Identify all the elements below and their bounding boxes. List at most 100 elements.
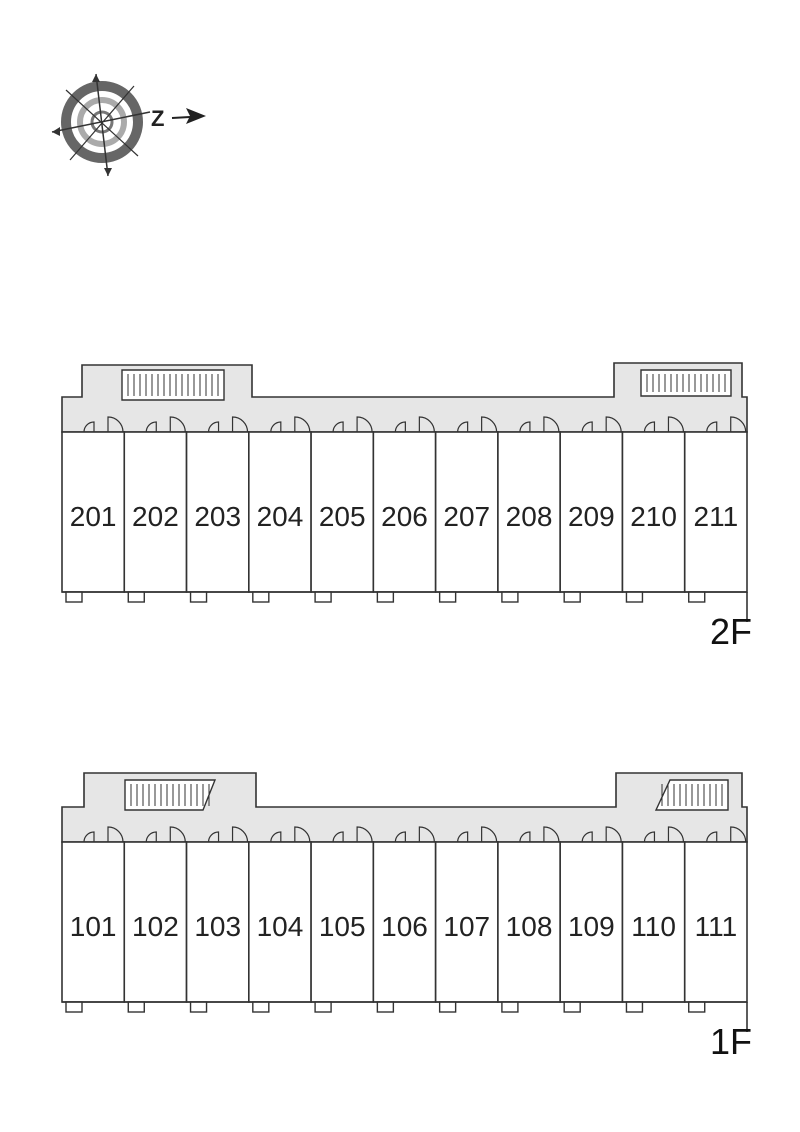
- staircase: [121, 369, 225, 401]
- floor-plan-2f: 201 202 203 204 205 206 207 208 209 210 211 2F: [61, 362, 752, 652]
- balcony-tab: [252, 591, 270, 603]
- balcony-tab: [314, 591, 332, 603]
- door-swing-icon: [83, 416, 124, 433]
- north-label: Z: [151, 106, 164, 131]
- balcony-tab: [376, 1001, 395, 1013]
- door-swing-icon: [270, 416, 311, 433]
- door-swing-icon: [207, 416, 249, 433]
- balcony-tab: [438, 1001, 457, 1013]
- balcony-tab: [127, 591, 145, 603]
- unit-number: 107: [443, 911, 490, 942]
- unit-number: 109: [568, 911, 615, 942]
- balcony-tab: [563, 1001, 581, 1013]
- unit-number: 104: [257, 911, 304, 942]
- unit-number: 210: [630, 501, 677, 532]
- door-swing-icon: [706, 416, 747, 433]
- door-swing-icon: [581, 826, 622, 843]
- unit-number: 103: [194, 911, 241, 942]
- floor-plan-1f: 101 102 103 104 105 106 107 108 109 110 111 1F: [61, 772, 752, 1062]
- unit-number: 102: [132, 911, 179, 942]
- balcony-tab: [625, 591, 644, 603]
- staircase: [124, 779, 217, 811]
- balcony-tab: [563, 591, 581, 603]
- balcony-tab: [189, 1001, 208, 1013]
- north-arrow-icon: [171, 108, 206, 124]
- unit-207: 207: [434, 416, 499, 603]
- door-swing-icon: [519, 826, 560, 843]
- door-swing-icon: [581, 416, 622, 433]
- unit-105: 105: [310, 826, 375, 1013]
- balcony-tab: [314, 1001, 332, 1013]
- unit-204: 204: [248, 416, 312, 603]
- unit-101: 101: [61, 826, 126, 1013]
- staircase: [640, 369, 732, 397]
- door-swing-icon: [394, 826, 435, 843]
- balcony-tab: [625, 1001, 644, 1013]
- door-swing-icon: [332, 826, 373, 843]
- unit-number: 108: [506, 911, 553, 942]
- unit-205: 205: [310, 416, 375, 603]
- unit-109: 109: [559, 826, 624, 1013]
- balcony-tab: [501, 1001, 519, 1013]
- door-swing-icon: [457, 826, 498, 843]
- door-swing-icon: [83, 826, 124, 843]
- unit-108: 108: [497, 826, 561, 1013]
- unit-103: 103: [185, 826, 250, 1013]
- balcony-tab: [501, 591, 519, 603]
- unit-number: 105: [319, 911, 366, 942]
- balcony-tab: [376, 591, 395, 603]
- unit-206: 206: [372, 416, 437, 603]
- balcony-tab: [438, 591, 457, 603]
- floor-label: 2F: [710, 611, 752, 652]
- unit-number: 101: [70, 911, 117, 942]
- unit-number: 202: [132, 501, 179, 532]
- unit-104: 104: [248, 826, 312, 1013]
- door-swing-icon: [332, 416, 373, 433]
- unit-102: 102: [123, 826, 188, 1013]
- staircase: [654, 779, 729, 811]
- door-swing-icon: [145, 826, 186, 843]
- unit-number: 201: [70, 501, 117, 532]
- unit-203: 203: [185, 416, 250, 603]
- unit-208: 208: [497, 416, 561, 603]
- door-swing-icon: [706, 826, 747, 843]
- door-swing-icon: [394, 416, 435, 433]
- unit-number: 106: [381, 911, 428, 942]
- unit-210: 210: [621, 416, 686, 603]
- unit-107: 107: [434, 826, 499, 1013]
- unit-209: 209: [559, 416, 624, 603]
- unit-110: 110: [621, 826, 686, 1013]
- floor-label: 1F: [710, 1021, 752, 1062]
- balcony-tab: [252, 1001, 270, 1013]
- door-swing-icon: [457, 416, 498, 433]
- door-swing-icon: [643, 416, 685, 433]
- balcony-tab: [688, 591, 706, 603]
- balcony-tab: [127, 1001, 145, 1013]
- unit-211: 211: [683, 416, 748, 603]
- unit-number: 110: [631, 911, 676, 942]
- unit-106: 106: [372, 826, 437, 1013]
- unit-number: 209: [568, 501, 615, 532]
- unit-202: 202: [123, 416, 188, 603]
- unit-number: 204: [257, 501, 304, 532]
- compass-rose-icon: [51, 73, 151, 177]
- balcony-tab: [189, 591, 208, 603]
- door-swing-icon: [207, 826, 249, 843]
- balcony-tab: [65, 591, 83, 603]
- unit-111: 111: [683, 826, 748, 1013]
- door-swing-icon: [145, 416, 186, 433]
- door-swing-icon: [519, 416, 560, 433]
- balcony-tab: [688, 1001, 706, 1013]
- unit-number: 207: [443, 501, 490, 532]
- unit-201: 201: [61, 416, 126, 603]
- unit-number: 205: [319, 501, 366, 532]
- door-swing-icon: [643, 826, 685, 843]
- unit-number: 111: [695, 911, 738, 942]
- balcony-tab: [65, 1001, 83, 1013]
- unit-number: 203: [194, 501, 241, 532]
- door-swing-icon: [270, 826, 311, 843]
- unit-number: 208: [506, 501, 553, 532]
- unit-number: 206: [381, 501, 428, 532]
- unit-number: 211: [694, 501, 739, 532]
